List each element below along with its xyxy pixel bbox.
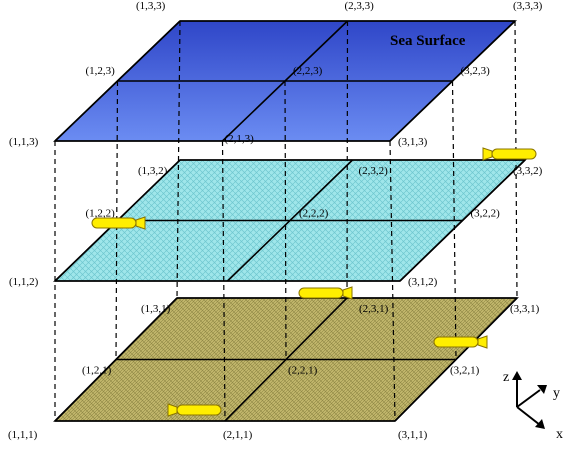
node-label-surface-2-1: (2,1,3) <box>225 133 255 145</box>
node-label-surface-1-1: (1,1,3) <box>9 136 39 148</box>
node-label-middle-3-2: (3,2,2) <box>471 208 501 220</box>
x-axis-arrowhead <box>535 419 545 429</box>
node-label-middle-1-3: (1,3,2) <box>138 165 168 177</box>
bottom-column-line <box>224 297 348 422</box>
vertical-connector <box>284 80 287 360</box>
node-label-bottom-2-3: (2,3,1) <box>359 303 389 315</box>
vehicles <box>91 147 537 417</box>
vehicle-4 <box>433 335 488 349</box>
node-label-bottom-2-1: (2,1,1) <box>223 429 253 441</box>
y-axis-arrowhead <box>537 385 547 394</box>
y-axis-arrow <box>516 389 541 408</box>
node-label-surface-2-2: (2,2,3) <box>293 65 323 77</box>
vertical-connector <box>389 140 396 422</box>
node-label-middle-1-1: (1,1,2) <box>9 276 39 288</box>
node-label-middle-2-2: (2,2,2) <box>299 208 329 220</box>
vehicle-2 <box>91 216 146 230</box>
node-labels: (1,3,3) (2,3,3) (3,3,3) (1,2,3) (2,2,3) (3,2,… <box>8 0 543 441</box>
vehicle-5 <box>167 403 222 417</box>
vertical-connector <box>451 80 457 360</box>
vertical-connector <box>221 140 226 422</box>
node-label-surface-2-3: (2,3,3) <box>345 0 375 12</box>
vehicle-1 <box>482 147 537 161</box>
bottom-layer <box>53 297 519 422</box>
node-label-bottom-1-3: (1,3,1) <box>141 303 171 315</box>
node-label-middle-2-3: (2,3,2) <box>359 165 389 177</box>
node-label-surface-3-3: (3,3,3) <box>513 0 543 12</box>
x-axis-label: x <box>556 427 563 442</box>
node-label-surface-1-3: (1,3,3) <box>136 0 166 12</box>
sea-surface-title: Sea Surface <box>390 33 466 49</box>
node-label-bottom-3-1: (3,1,1) <box>398 429 428 441</box>
middle-layer <box>53 159 527 282</box>
bottom-column-line <box>394 297 518 422</box>
y-axis-label: y <box>553 386 560 401</box>
node-label-bottom-1-2: (1,2,1) <box>82 365 112 377</box>
vertical-connector <box>176 20 181 299</box>
node-label-surface-3-2: (3,2,3) <box>461 65 491 77</box>
z-axis-arrowhead <box>512 371 522 380</box>
node-label-bottom-2-2: (2,2,1) <box>288 365 318 377</box>
middle-column-line <box>399 159 526 282</box>
z-axis-label: z <box>503 370 509 385</box>
node-label-bottom-3-3: (3,3,1) <box>510 303 540 315</box>
vertical-connector <box>346 20 349 299</box>
node-label-bottom-1-1: (1,1,1) <box>8 429 38 441</box>
node-label-surface-3-1: (3,1,3) <box>398 136 428 148</box>
node-label-bottom-3-2: (3,2,1) <box>450 365 480 377</box>
node-label-surface-1-2: (1,2,3) <box>86 65 116 77</box>
node-label-middle-1-2: (1,2,2) <box>86 208 116 220</box>
vehicle-3 <box>298 286 353 300</box>
x-axis-arrow <box>516 406 541 426</box>
node-label-middle-3-3: (3,3,2) <box>513 165 543 177</box>
bottom-column-line <box>54 297 178 422</box>
middle-column-line <box>226 159 354 282</box>
node-label-middle-3-1: (3,1,2) <box>408 276 438 288</box>
axis-indicator: z y x <box>503 370 563 442</box>
